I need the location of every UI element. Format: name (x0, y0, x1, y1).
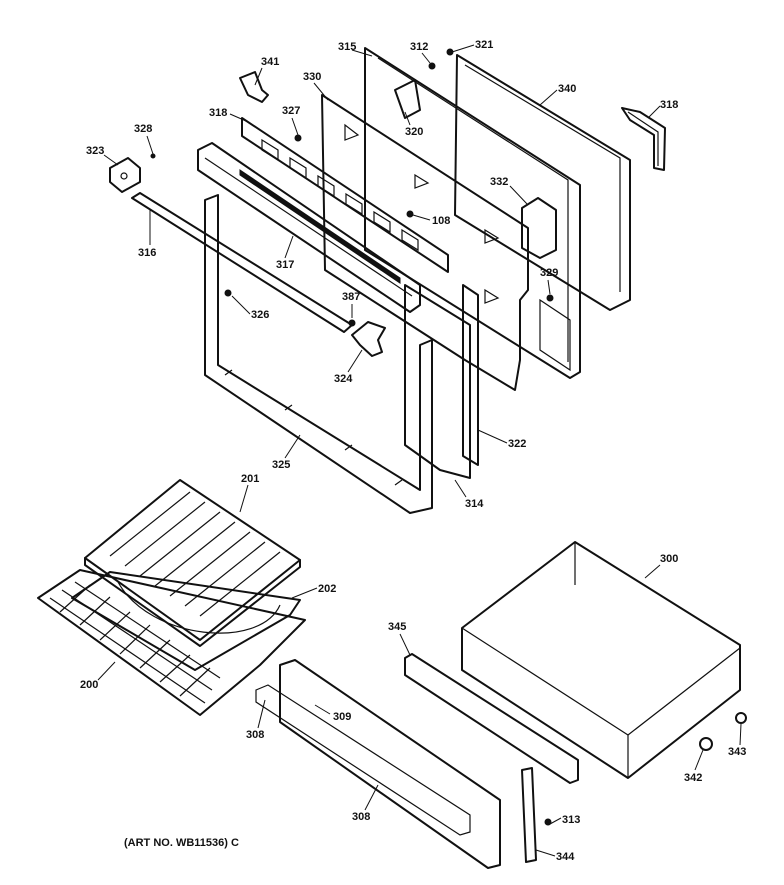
callout-200: 200 (80, 679, 98, 691)
callouts: 341 315 312 321 330 340 318 318 327 328 … (80, 39, 746, 863)
drawer-roller (699, 712, 747, 751)
vent-panel (241, 117, 449, 273)
door-glass (404, 284, 471, 479)
callout-329: 329 (540, 267, 558, 279)
door-latch (521, 197, 557, 259)
broiler-pan (71, 571, 301, 671)
outer-door-frame (204, 194, 433, 514)
callout-308-bottom: 308 (352, 811, 370, 823)
bracket (239, 71, 269, 103)
storage-drawer (461, 541, 741, 779)
callout-300: 300 (660, 553, 678, 565)
callout-387: 387 (342, 291, 360, 303)
callout-321: 321 (475, 39, 493, 51)
callout-330: 330 (303, 71, 321, 83)
outer-door-panel (454, 54, 631, 311)
callout-342: 342 (684, 772, 702, 784)
callout-315: 315 (338, 41, 356, 53)
handle-bar (131, 192, 353, 333)
callout-314: 314 (465, 498, 484, 510)
callout-345: 345 (388, 621, 406, 633)
art-number-caption: (ART NO. WB11536) C (124, 837, 239, 849)
drawer-slide-rail (521, 767, 537, 863)
callout-325: 325 (272, 459, 290, 471)
screws (150, 48, 554, 826)
callout-202: 202 (318, 583, 336, 595)
inner-door-liner (321, 94, 529, 391)
broiler-grid (84, 479, 301, 647)
drawer-slide (404, 653, 579, 784)
hinge-bracket (394, 79, 421, 119)
callout-324: 324 (334, 373, 353, 385)
callout-312: 312 (410, 41, 428, 53)
callout-308-left: 308 (246, 729, 264, 741)
callout-108: 108 (432, 215, 450, 227)
callout-323: 323 (86, 145, 104, 157)
callout-318-vent: 318 (209, 107, 227, 119)
callout-327: 327 (282, 105, 300, 117)
door-gasket (621, 107, 666, 171)
callout-344: 344 (556, 851, 575, 863)
callout-309: 309 (333, 711, 351, 723)
handle-bracket (351, 321, 386, 357)
callout-320: 320 (405, 126, 423, 138)
callout-316: 316 (138, 247, 156, 259)
handle-trim (197, 142, 421, 313)
side-trim (462, 284, 479, 466)
callout-318-gasket: 318 (660, 99, 678, 111)
callout-201: 201 (241, 473, 259, 485)
callout-343: 343 (728, 746, 746, 758)
callout-328-top: 328 (134, 123, 152, 135)
hinge (109, 157, 141, 193)
drawer-front (255, 659, 501, 869)
callout-313: 313 (562, 814, 580, 826)
callout-317: 317 (276, 259, 294, 271)
oven-rack (37, 569, 306, 716)
callout-340: 340 (558, 83, 576, 95)
callout-326: 326 (251, 309, 269, 321)
callout-332: 332 (490, 176, 508, 188)
callout-341: 341 (261, 56, 279, 68)
callout-322: 322 (508, 438, 526, 450)
